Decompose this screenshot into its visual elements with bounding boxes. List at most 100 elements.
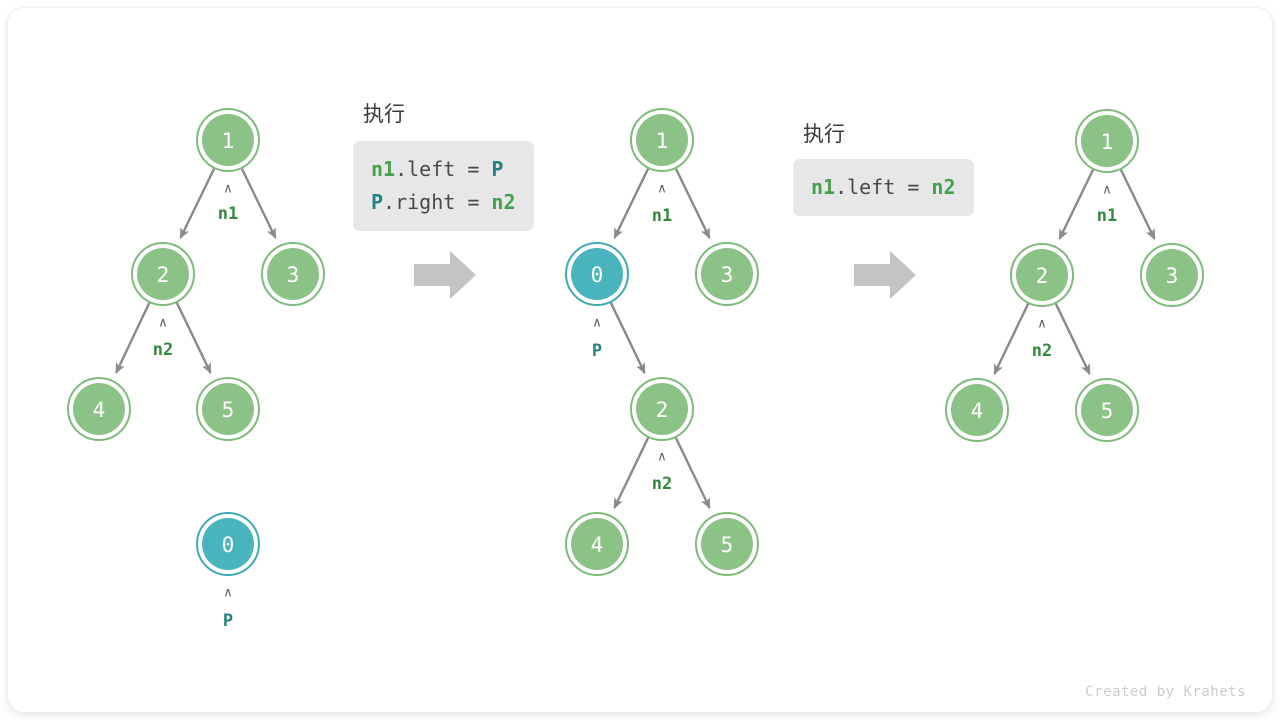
step-separators-layer	[414, 251, 916, 299]
tree-edge	[613, 437, 650, 509]
tree-node-5[interactable]: 5	[1075, 378, 1139, 442]
tree-edge	[1058, 169, 1095, 240]
pointer-caret-icon: ∧	[657, 182, 667, 197]
arrow-separator-2	[854, 251, 916, 299]
node-disc	[1081, 115, 1133, 167]
code-identifier: n2	[491, 190, 516, 214]
node-outer-ring	[131, 242, 195, 306]
pointer-caret-icon: ∧	[657, 450, 667, 465]
tree-edge	[613, 168, 650, 239]
code-identifier: n2	[931, 175, 956, 199]
pointer-caret-icon: ∧	[223, 182, 233, 197]
code-identifier: P	[491, 157, 504, 181]
node-disc	[202, 114, 254, 166]
node-value-label: 4	[93, 398, 106, 422]
node-disc	[636, 114, 688, 166]
node-outer-ring	[196, 377, 260, 441]
credit-text: Created by Krahets	[1085, 684, 1246, 700]
tree-edge	[674, 168, 711, 239]
node-disc	[951, 384, 1003, 436]
tree-node-1[interactable]: 1	[630, 108, 694, 172]
node-outer-ring	[196, 108, 260, 172]
node-value-label: 0	[222, 533, 235, 557]
node-disc	[1081, 384, 1133, 436]
tree-edge	[175, 302, 212, 374]
tree-node-2[interactable]: 2	[1010, 243, 1074, 307]
node-value-label: 2	[1036, 264, 1049, 288]
node-value-label: 1	[222, 129, 235, 153]
code-line: n1.left = P	[371, 153, 516, 186]
tree-node-2[interactable]: 2	[131, 242, 195, 306]
node-value-label: 3	[721, 263, 734, 287]
node-value-label: 3	[1166, 264, 1179, 288]
tree-edges-layer	[115, 168, 1156, 509]
pointer-caret-icon: ∧	[1037, 317, 1047, 332]
pointer-label-P: P	[223, 611, 233, 631]
node-outer-ring	[1075, 109, 1139, 173]
exec-label-1: 执行	[363, 102, 405, 126]
node-value-label: 2	[157, 263, 170, 287]
code-text: .right =	[383, 190, 492, 214]
pointer-label-n2: n2	[652, 474, 672, 494]
node-outer-ring	[945, 378, 1009, 442]
tree-node-2[interactable]: 2	[630, 377, 694, 441]
node-disc	[267, 248, 319, 300]
tree-node-3[interactable]: 3	[1140, 243, 1204, 307]
node-outer-ring	[1010, 243, 1074, 307]
node-outer-ring	[1075, 378, 1139, 442]
node-value-label: 1	[1101, 130, 1114, 154]
code-identifier: P	[371, 190, 384, 214]
code-text: .left =	[395, 157, 492, 181]
tree-node-5[interactable]: 5	[196, 377, 260, 441]
node-disc	[636, 383, 688, 435]
pointer-caret-icon: ∧	[1102, 183, 1112, 198]
arrow-separator-1	[414, 251, 476, 299]
tree-node-1[interactable]: 1	[196, 108, 260, 172]
node-disc	[571, 518, 623, 570]
tree-node-1[interactable]: 1	[1075, 109, 1139, 173]
code-identifier: n1	[371, 157, 396, 181]
code-identifier: n1	[811, 175, 836, 199]
node-disc	[73, 383, 125, 435]
node-value-label: 5	[1101, 399, 1114, 423]
tree-node-0[interactable]: 0	[565, 242, 629, 306]
pointer-caret-icon: ∧	[158, 316, 168, 331]
code-line: n1.left = n2	[811, 171, 956, 204]
node-outer-ring	[67, 377, 131, 441]
pointer-label-n1: n1	[652, 206, 672, 226]
tree-node-3[interactable]: 3	[695, 242, 759, 306]
pointer-label-n2: n2	[1032, 341, 1052, 361]
node-outer-ring	[630, 108, 694, 172]
tree-edge	[609, 302, 646, 374]
code-box-2: n1.left = n2	[793, 159, 974, 216]
tree-nodes-layer: 1 ∧ n1 2 ∧ n2 3 4 5 0 ∧ P 1 ∧ n1 0 ∧ P 3 2 ∧ n2 4 5 1 ∧ n1 2 ∧ n2 3 4 5	[67, 108, 1204, 631]
tree-node-4[interactable]: 4	[565, 512, 629, 576]
node-value-label: 4	[591, 533, 604, 557]
pointer-caret-icon: ∧	[592, 316, 602, 331]
tree-node-0[interactable]: 0	[196, 512, 260, 576]
node-disc	[701, 248, 753, 300]
node-value-label: 2	[656, 398, 669, 422]
exec-label-2: 执行	[803, 122, 845, 146]
node-disc	[701, 518, 753, 570]
node-disc	[571, 248, 623, 300]
node-value-label: 5	[222, 398, 235, 422]
tree-node-4[interactable]: 4	[67, 377, 131, 441]
tree-edge	[674, 437, 711, 509]
node-outer-ring	[695, 242, 759, 306]
pointer-caret-icon: ∧	[223, 586, 233, 601]
tree-node-3[interactable]: 3	[261, 242, 325, 306]
node-value-label: 3	[287, 263, 300, 287]
tree-node-5[interactable]: 5	[695, 512, 759, 576]
node-outer-ring	[196, 512, 260, 576]
pointer-label-P: P	[592, 341, 602, 361]
node-outer-ring	[261, 242, 325, 306]
tree-edge	[115, 302, 151, 374]
node-value-label: 4	[971, 399, 984, 423]
code-text: .left =	[835, 175, 932, 199]
tree-node-4[interactable]: 4	[945, 378, 1009, 442]
pointer-label-n1: n1	[218, 204, 238, 224]
tree-edge	[1054, 303, 1091, 375]
